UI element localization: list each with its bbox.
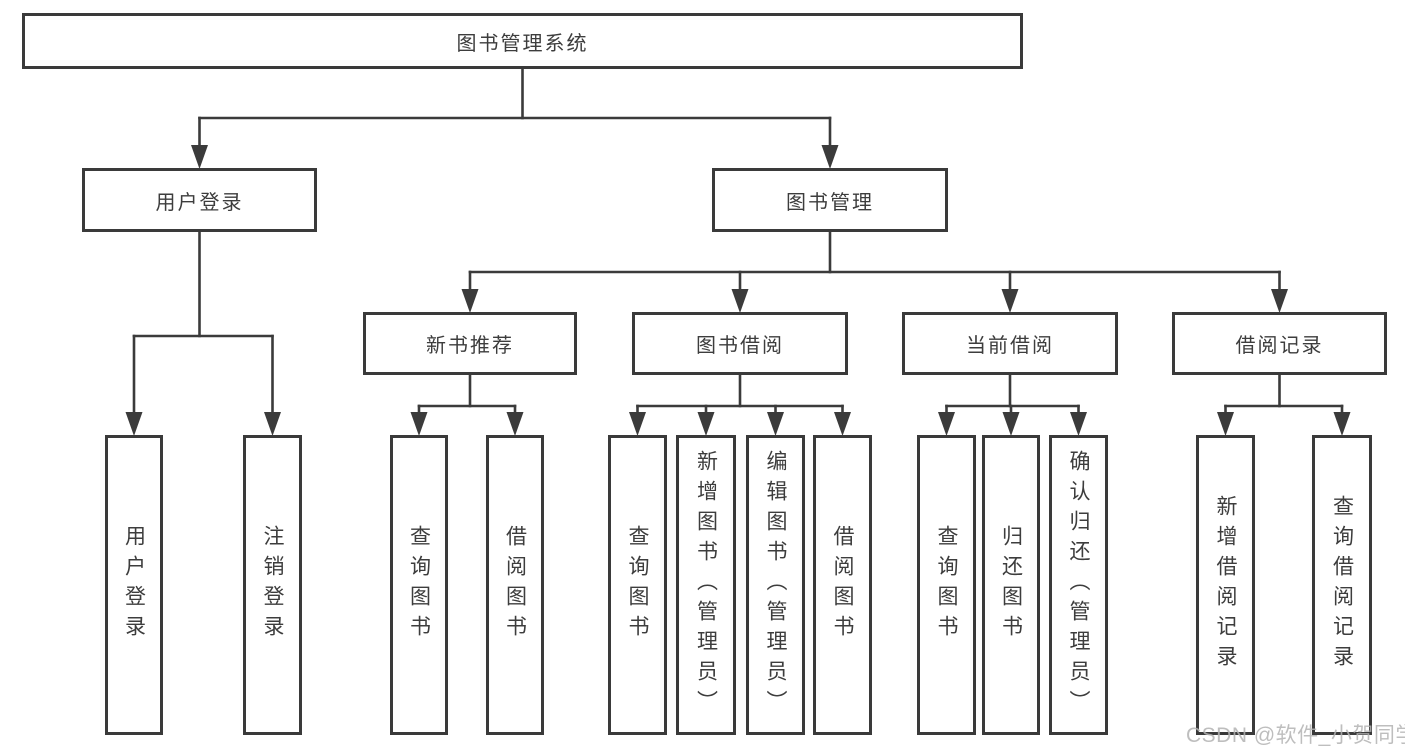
node-label: 用户登录 — [122, 525, 146, 645]
node-current-borrowing: 当前借阅 — [902, 312, 1118, 375]
node-label: 图书管理系统 — [456, 32, 589, 55]
node-label: 查询借阅记录 — [1330, 495, 1354, 675]
watermark: CSDN @软件_小贺同学 — [1186, 724, 1405, 747]
node-leaf-borrow-book-2: 借阅图书 — [813, 435, 872, 735]
node-leaf-borrow-book-1: 借阅图书 — [486, 435, 544, 735]
node-label: 图书借阅 — [696, 335, 784, 357]
node-label: 图书管理 — [786, 191, 874, 214]
node-label: 用户登录 — [155, 191, 244, 214]
node-label: 当前借阅 — [966, 335, 1054, 357]
node-label: 新书推荐 — [426, 335, 514, 357]
node-leaf-query-book-2: 查询图书 — [608, 435, 667, 735]
node-label: 查询图书 — [626, 525, 649, 645]
node-book-management: 图书管理 — [712, 168, 948, 232]
node-borrowing-records: 借阅记录 — [1172, 312, 1387, 375]
node-book-borrowing: 图书借阅 — [632, 312, 848, 375]
node-label: 注销登录 — [261, 525, 284, 645]
node-label: 新增借阅记录 — [1214, 495, 1237, 675]
node-leaf-confirm-return: 确认归还（管理员） — [1049, 435, 1108, 735]
node-root: 图书管理系统 — [22, 13, 1023, 69]
node-leaf-add-record: 新增借阅记录 — [1196, 435, 1255, 735]
node-leaf-user-login: 用户登录 — [105, 435, 163, 735]
node-user-login-group: 用户登录 — [82, 168, 317, 232]
node-leaf-logout: 注销登录 — [243, 435, 302, 735]
node-new-book-recommend: 新书推荐 — [363, 312, 577, 375]
node-label: 归还图书 — [999, 525, 1023, 645]
node-label: 编辑图书（管理员） — [764, 450, 787, 720]
node-label: 借阅记录 — [1235, 335, 1324, 357]
node-leaf-edit-book: 编辑图书（管理员） — [746, 435, 805, 735]
node-leaf-query-book-3: 查询图书 — [917, 435, 976, 735]
node-leaf-return-book: 归还图书 — [982, 435, 1040, 735]
node-label: 查询图书 — [407, 525, 431, 645]
node-leaf-query-record: 查询借阅记录 — [1312, 435, 1372, 735]
node-label: 新增图书（管理员） — [694, 450, 718, 720]
node-label: 借阅图书 — [503, 525, 527, 645]
node-label: 借阅图书 — [831, 525, 854, 645]
node-leaf-query-book-1: 查询图书 — [390, 435, 448, 735]
node-label: 查询图书 — [935, 525, 958, 645]
node-label: 确认归还（管理员） — [1067, 450, 1090, 720]
node-leaf-add-book: 新增图书（管理员） — [676, 435, 736, 735]
